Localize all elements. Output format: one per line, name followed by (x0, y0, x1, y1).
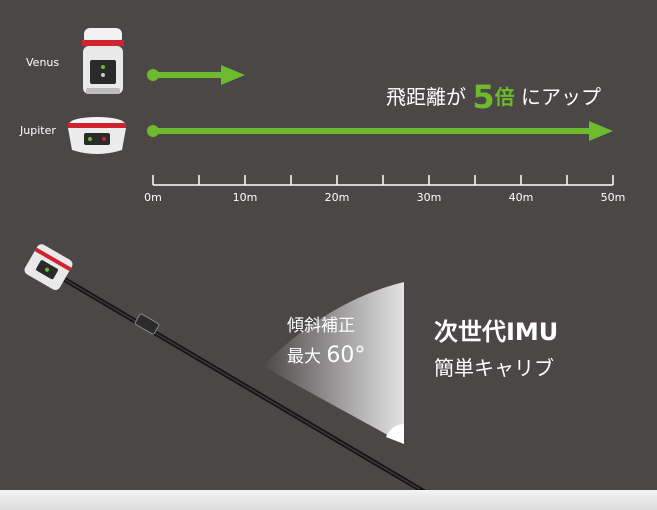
device-label-jupiter: Jupiter (20, 124, 56, 137)
imu-subtitle: 簡単キャリブ (434, 356, 554, 380)
range-bar-venus (153, 72, 223, 78)
axis-tick-label: 20m (324, 191, 350, 204)
range-arrowhead-venus (221, 65, 245, 85)
range-headline: 飛距離が 5倍 にアップ (386, 78, 601, 116)
tilt-angle-cone (262, 282, 404, 444)
range-arrowhead-jupiter (589, 121, 613, 141)
axis-tick-label: 30m (416, 191, 442, 204)
axis-tick-label: 0m (144, 191, 162, 204)
pole-receiver-icon (24, 244, 73, 291)
gnss-receiver-jupiter-icon (68, 117, 126, 154)
gnss-receiver-venus-icon (82, 28, 124, 94)
tilt-angle-marker (386, 424, 404, 444)
pole-clamp (134, 313, 160, 335)
headline-unit: 倍 (494, 85, 515, 109)
range-bar-jupiter (153, 128, 591, 134)
ground-surface (0, 490, 657, 510)
axis-tick-label: 50m (600, 191, 626, 204)
imu-title: 次世代IMU (434, 318, 559, 346)
device-label-venus: Venus (26, 56, 60, 69)
distance-axis (152, 175, 614, 186)
tilt-label-line1: 傾斜補正 (287, 316, 355, 336)
headline-suffix: にアップ (520, 85, 601, 109)
headline-prefix: 飛距離が (386, 85, 466, 109)
tilt-angle-value: 60° (326, 343, 366, 368)
headline-number: 5 (472, 78, 495, 116)
axis-tick-label: 10m (232, 191, 258, 204)
tilt-label-line2: 最大 60° (287, 342, 365, 368)
axis-tick-label: 40m (508, 191, 534, 204)
tilt-label-prefix: 最大 (287, 347, 321, 367)
